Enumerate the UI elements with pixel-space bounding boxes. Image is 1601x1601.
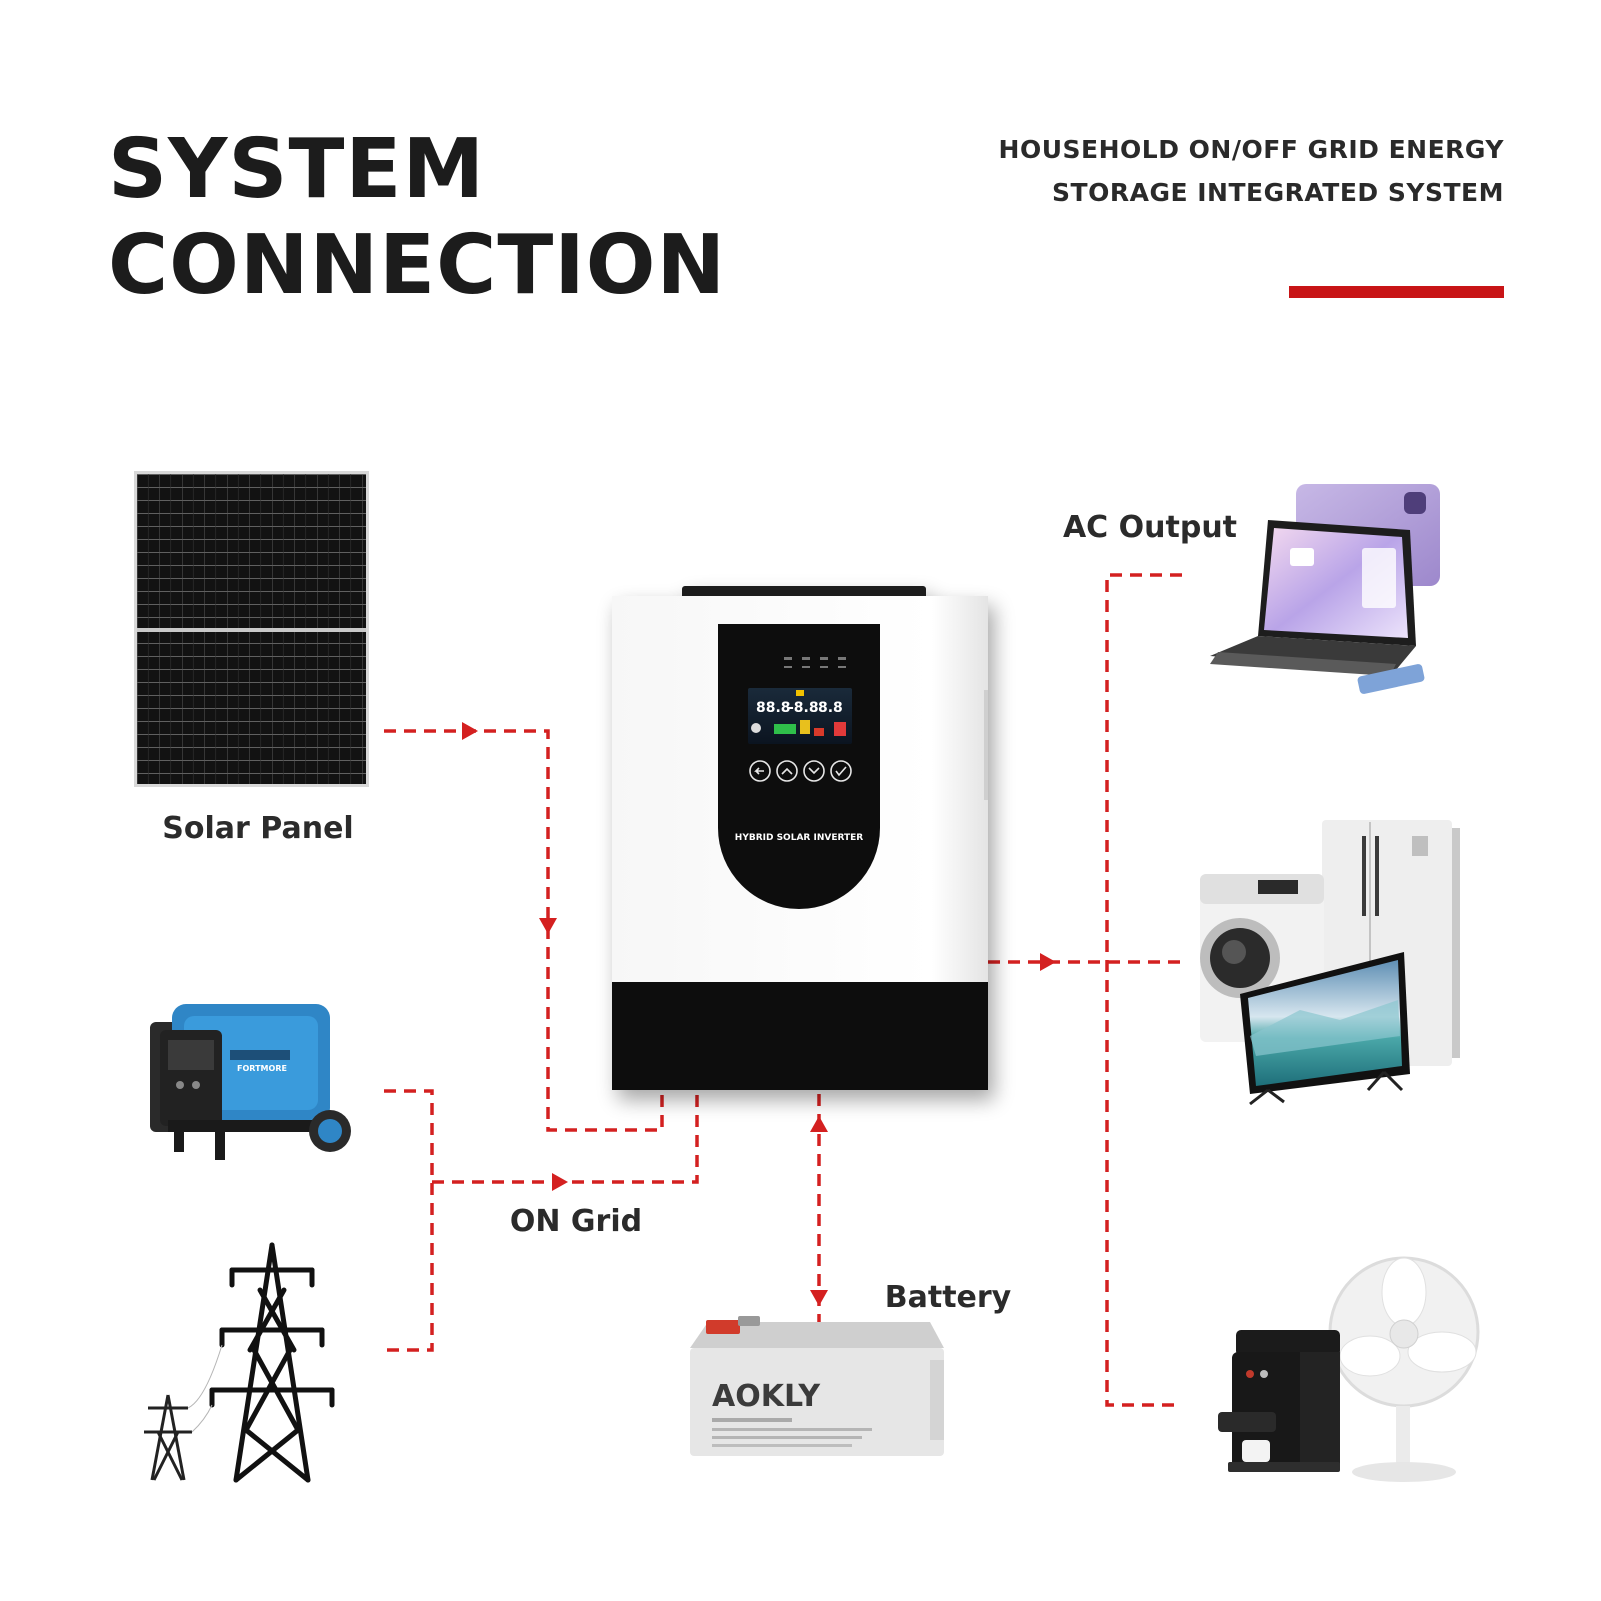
laptop-tablet-icon (1210, 484, 1440, 694)
inverter-buttons (749, 760, 852, 782)
back-button-icon (749, 760, 771, 782)
down-button-icon (803, 760, 825, 782)
generator-icon: FORTMORE (150, 1004, 351, 1160)
generator-flow-line (384, 1089, 434, 1352)
coffee-fan-icon (1218, 1256, 1480, 1482)
arrow-down-icon (810, 1290, 828, 1306)
generator-brand: FORTMORE (237, 1064, 287, 1073)
page-title: SYSTEM CONNECTION (108, 122, 726, 314)
battery-brand: AOKLY (712, 1379, 821, 1414)
title-line-1: SYSTEM (108, 122, 486, 217)
ac-branch-line (1105, 573, 1182, 1407)
svg-text:88.8: 88.8 (756, 700, 791, 716)
lcd-screen: 88.8 -8.8 8.8 (748, 688, 852, 744)
inverter-model-label: HYBRID SOLAR INVERTER (735, 833, 863, 843)
on-grid-label: ON Grid (510, 1204, 642, 1239)
subtitle-line-1: HOUSEHOLD ON/OFF GRID ENERGY (998, 135, 1504, 164)
svg-text:-8.8: -8.8 (788, 700, 819, 716)
arrow-right-icon (552, 1173, 568, 1191)
grid-flow-line (432, 1094, 699, 1184)
solar-flow-line (384, 729, 664, 1132)
accent-bar (1289, 286, 1504, 298)
flow-lines (384, 573, 1182, 1407)
title-line-2: CONNECTION (108, 218, 727, 313)
up-button-icon (776, 760, 798, 782)
enter-button-icon (830, 760, 852, 782)
battery-label: Battery (885, 1280, 1012, 1315)
battery-icon: AOKLY (690, 1316, 944, 1456)
power-tower-icon (209, 1242, 335, 1483)
page-subtitle: HOUSEHOLD ON/OFF GRID ENERGY STORAGE INT… (999, 128, 1504, 214)
solar-panel-label: Solar Panel (162, 811, 353, 846)
power-wires (187, 1344, 223, 1433)
svg-text:8.8: 8.8 (818, 700, 843, 716)
ac-output-label: AC Output (1063, 510, 1237, 545)
arrow-right-icon (1040, 953, 1056, 971)
appliances-icon (1200, 820, 1460, 1106)
inverter-display-panel: 88.8 -8.8 8.8 HYBRID SOLAR INVERTER (718, 624, 880, 909)
small-tower-icon (144, 1394, 192, 1481)
status-indicators (784, 657, 846, 668)
arrow-down-icon (539, 918, 557, 934)
arrow-up-icon (810, 1116, 828, 1132)
flow-arrows (462, 722, 1056, 1306)
subtitle-line-2: STORAGE INTEGRATED SYSTEM (1052, 178, 1504, 207)
arrow-right-icon (462, 722, 478, 740)
solar-panel-icon (134, 471, 369, 787)
